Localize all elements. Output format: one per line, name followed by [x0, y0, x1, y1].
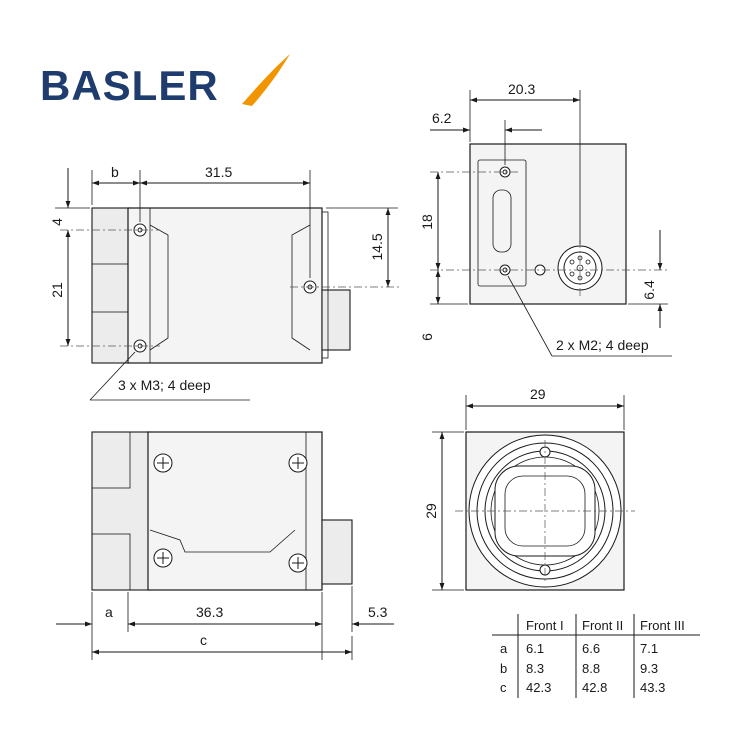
dim-29-width-label: 29	[530, 386, 546, 402]
dim-20-3-label: 20.3	[508, 81, 535, 97]
table-cell: 8.8	[582, 661, 600, 676]
front-view: 29 29	[423, 386, 635, 591]
screw-icon	[288, 453, 308, 473]
dim-6-4-label: 6.4	[641, 280, 657, 300]
dim-b-label: b	[111, 164, 119, 180]
table-cell: 8.3	[526, 661, 544, 676]
table-header-front-ii: Front II	[582, 618, 623, 633]
dim-36-3-label: 36.3	[196, 604, 223, 620]
table-cell: 42.3	[526, 680, 551, 695]
back-view-note: 2 x M2; 4 deep	[556, 337, 649, 353]
bottom-view: a 36.3 5.3 c	[56, 431, 394, 660]
basler-swoosh-icon	[242, 54, 290, 106]
dim-31-5-label: 31.5	[205, 164, 232, 180]
dim-29-height-label: 29	[423, 503, 439, 519]
screw-icon	[153, 453, 173, 473]
dim-6-label: 6	[419, 333, 435, 341]
table-row-label: a	[500, 641, 508, 656]
dim-21-label: 21	[49, 282, 65, 298]
side-view: b 31.5 4 21 14.5 3 x M3; 4 deep	[49, 164, 400, 401]
dim-5-3-label: 5.3	[368, 604, 388, 620]
screw-icon	[288, 553, 308, 573]
front-dimension-table: Front I Front II Front III a 6.1 6.6 7.1…	[492, 614, 700, 698]
dim-4-label: 4	[49, 218, 65, 226]
table-cell: 43.3	[640, 680, 665, 695]
back-view: 20.3 6.2 18 6 6.4 2 x M2; 4 deep	[419, 81, 672, 357]
table-row-label: c	[500, 680, 507, 695]
table-row-label: b	[500, 661, 507, 676]
table-cell: 7.1	[640, 641, 658, 656]
dim-14-5-label: 14.5	[369, 233, 385, 260]
side-view-note: 3 x M3; 4 deep	[118, 377, 211, 393]
basler-logo: BASLER	[40, 54, 290, 109]
table-header-front-i: Front I	[526, 618, 564, 633]
dim-c-label: c	[200, 632, 207, 648]
basler-logo-text: BASLER	[40, 62, 219, 109]
table-header-front-iii: Front III	[640, 618, 685, 633]
dim-6-2-label: 6.2	[432, 110, 452, 126]
dim-18-label: 18	[419, 214, 435, 230]
table-cell: 42.8	[582, 680, 607, 695]
table-cell: 9.3	[640, 661, 658, 676]
dim-a-label: a	[105, 604, 113, 620]
screw-icon	[153, 548, 173, 568]
table-cell: 6.1	[526, 641, 544, 656]
table-cell: 6.6	[582, 641, 600, 656]
